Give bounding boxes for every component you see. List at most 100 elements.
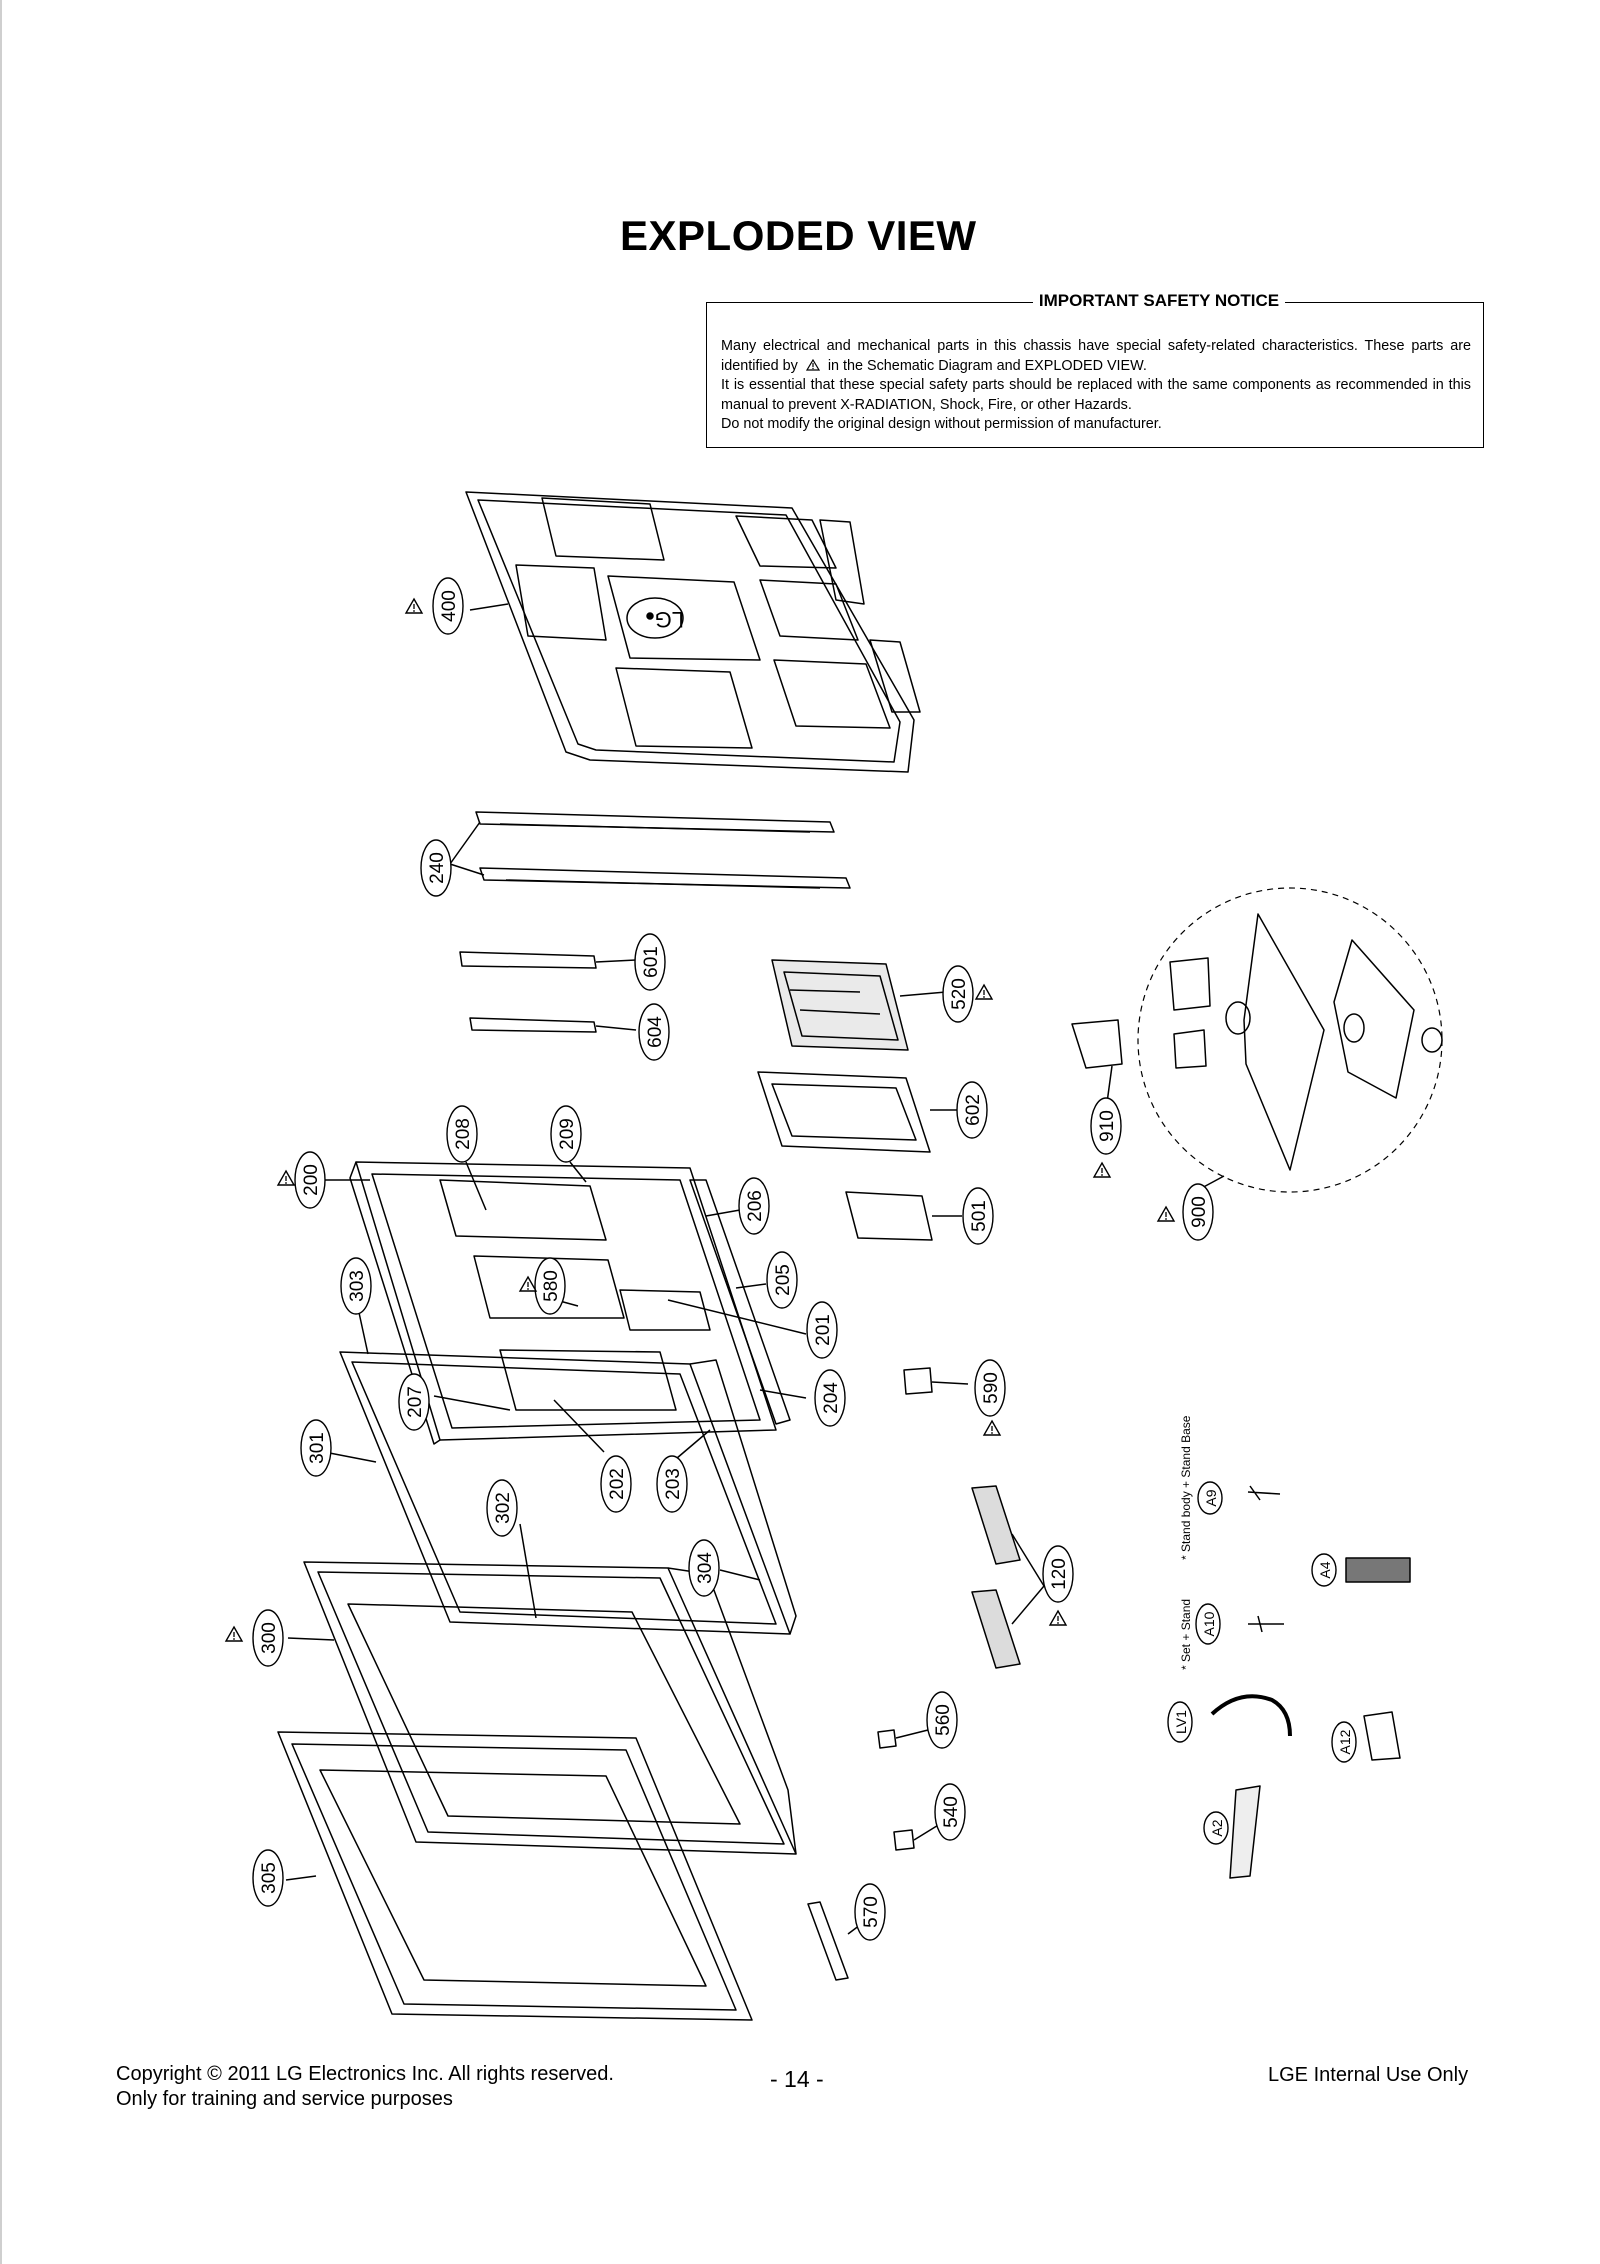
svg-text:A10: A10 — [1201, 1611, 1217, 1636]
part-balloon: 204 — [814, 1369, 846, 1427]
leader-400 — [469, 603, 509, 611]
warning-triangle-icon — [225, 598, 1175, 1642]
svg-text:A12: A12 — [1337, 1729, 1353, 1754]
part-balloon: A9 — [1197, 1481, 1223, 1515]
svg-text:301: 301 — [307, 1432, 328, 1464]
svg-text:501: 501 — [969, 1200, 990, 1232]
leader-590 — [931, 1381, 969, 1385]
part-balloon: 207 — [398, 1373, 430, 1431]
footer-internal: LGE Internal Use Only — [1268, 2064, 1469, 2086]
leader-300 — [287, 1637, 335, 1641]
main-board-drawing — [771, 959, 909, 1051]
leader-120b — [1011, 1585, 1045, 1625]
part-balloon: A12 — [1331, 1721, 1357, 1763]
page-title: EXPLODED VIEW — [620, 212, 977, 259]
part-balloon: 202 — [600, 1455, 632, 1513]
shield-602-drawing — [757, 1071, 931, 1153]
svg-text:900: 900 — [1189, 1196, 1210, 1228]
front-bezel-drawing — [303, 1561, 797, 1855]
leader-205 — [735, 1283, 767, 1289]
svg-text:602: 602 — [963, 1094, 984, 1126]
svg-text:302: 302 — [493, 1492, 514, 1524]
svg-text:LV1: LV1 — [1173, 1710, 1189, 1734]
part-balloon: 120 — [1042, 1545, 1074, 1603]
leader-208 — [465, 1161, 487, 1211]
leader-240b — [449, 863, 485, 876]
page-number: - 14 - — [770, 2066, 824, 2092]
svg-text:601: 601 — [641, 946, 662, 978]
svg-text:240: 240 — [427, 852, 448, 884]
screw-a10-drawing — [1248, 1615, 1284, 1633]
stand-assembly-drawing — [1137, 887, 1443, 1193]
main-frame-drawing — [349, 1161, 791, 1445]
svg-text:202: 202 — [607, 1468, 628, 1500]
leader-560 — [895, 1729, 929, 1739]
page-edge — [0, 0, 2, 2264]
safety-notice-body: Many electrical and mechanical parts in … — [721, 337, 1471, 435]
part-balloon: 304 — [688, 1539, 720, 1597]
part-balloon: 590 — [974, 1359, 1006, 1417]
part-a12-drawing — [1363, 1711, 1401, 1761]
part-balloon: 205 — [766, 1251, 798, 1309]
part-balloon: 208 — [446, 1105, 478, 1163]
part-balloon: 580 — [534, 1257, 566, 1315]
leader-209 — [569, 1161, 587, 1183]
svg-text:200: 200 — [301, 1164, 322, 1196]
part-a4-drawing — [1345, 1557, 1411, 1583]
leader-302 — [519, 1523, 537, 1619]
svg-text:560: 560 — [933, 1704, 954, 1736]
speaker-bars-drawing — [475, 811, 851, 889]
part-balloon: A2 — [1203, 1811, 1229, 1845]
svg-text:400: 400 — [439, 590, 460, 622]
board-601-drawing — [459, 951, 597, 969]
leader-201 — [667, 1299, 807, 1335]
leader-240a — [449, 821, 481, 865]
svg-text:540: 540 — [941, 1796, 962, 1828]
svg-text:303: 303 — [347, 1270, 368, 1302]
svg-text:206: 206 — [745, 1190, 766, 1222]
lg-logo-icon: LG — [626, 597, 684, 639]
exploded-view-diagram: LG — [225, 491, 1443, 2021]
stand-neck-drawing — [1071, 1019, 1123, 1069]
part-balloon: 203 — [656, 1455, 688, 1513]
leader-304 — [719, 1569, 761, 1581]
leader-207 — [433, 1395, 511, 1411]
notice-line-1a: Many electrical and mechanical parts in … — [721, 338, 1471, 374]
speaker-left-drawing — [971, 1589, 1021, 1669]
leader-120a — [1011, 1533, 1045, 1587]
part-balloon: 540 — [934, 1783, 966, 1841]
part-balloon: 300 — [252, 1609, 284, 1667]
notice-line-2: It is essential that these special safet… — [721, 377, 1471, 413]
svg-text:305: 305 — [259, 1862, 280, 1894]
board-501-drawing — [845, 1191, 933, 1241]
leader-303 — [357, 1307, 369, 1355]
board-604-drawing — [469, 1017, 597, 1033]
part-balloon: 501 — [962, 1187, 994, 1245]
svg-text:300: 300 — [259, 1622, 280, 1654]
part-balloon: 206 — [738, 1177, 770, 1235]
svg-text:590: 590 — [981, 1372, 1002, 1404]
part-balloon: A4 — [1311, 1553, 1337, 1587]
part-balloon: 400 — [432, 577, 464, 635]
svg-text:304: 304 — [695, 1552, 716, 1584]
part-balloon: 240 — [420, 839, 452, 897]
svg-text:A2: A2 — [1209, 1819, 1225, 1836]
svg-text:208: 208 — [453, 1118, 474, 1150]
part-570-drawing — [807, 1901, 849, 1981]
part-balloon: 200 — [294, 1151, 326, 1209]
svg-text:520: 520 — [949, 978, 970, 1010]
part-balloon: 900 — [1182, 1183, 1214, 1241]
footer-purpose: Only for training and service purposes — [116, 2088, 453, 2110]
notice-line-3: Do not modify the original design withou… — [721, 416, 1162, 432]
part-560-drawing — [877, 1729, 897, 1749]
part-balloon: 201 — [806, 1301, 838, 1359]
svg-text:570: 570 — [861, 1896, 882, 1928]
svg-text:A9: A9 — [1203, 1489, 1219, 1506]
leader-305 — [285, 1875, 317, 1881]
part-balloon: 303 — [340, 1257, 372, 1315]
note-set-stand: * Set + Stand — [1179, 1599, 1193, 1670]
svg-text:205: 205 — [773, 1264, 794, 1296]
notice-line-1b: in the Schematic Diagram and EXPLODED VI… — [827, 357, 1147, 374]
svg-text:604: 604 — [645, 1016, 666, 1048]
part-balloon: 601 — [634, 933, 666, 991]
